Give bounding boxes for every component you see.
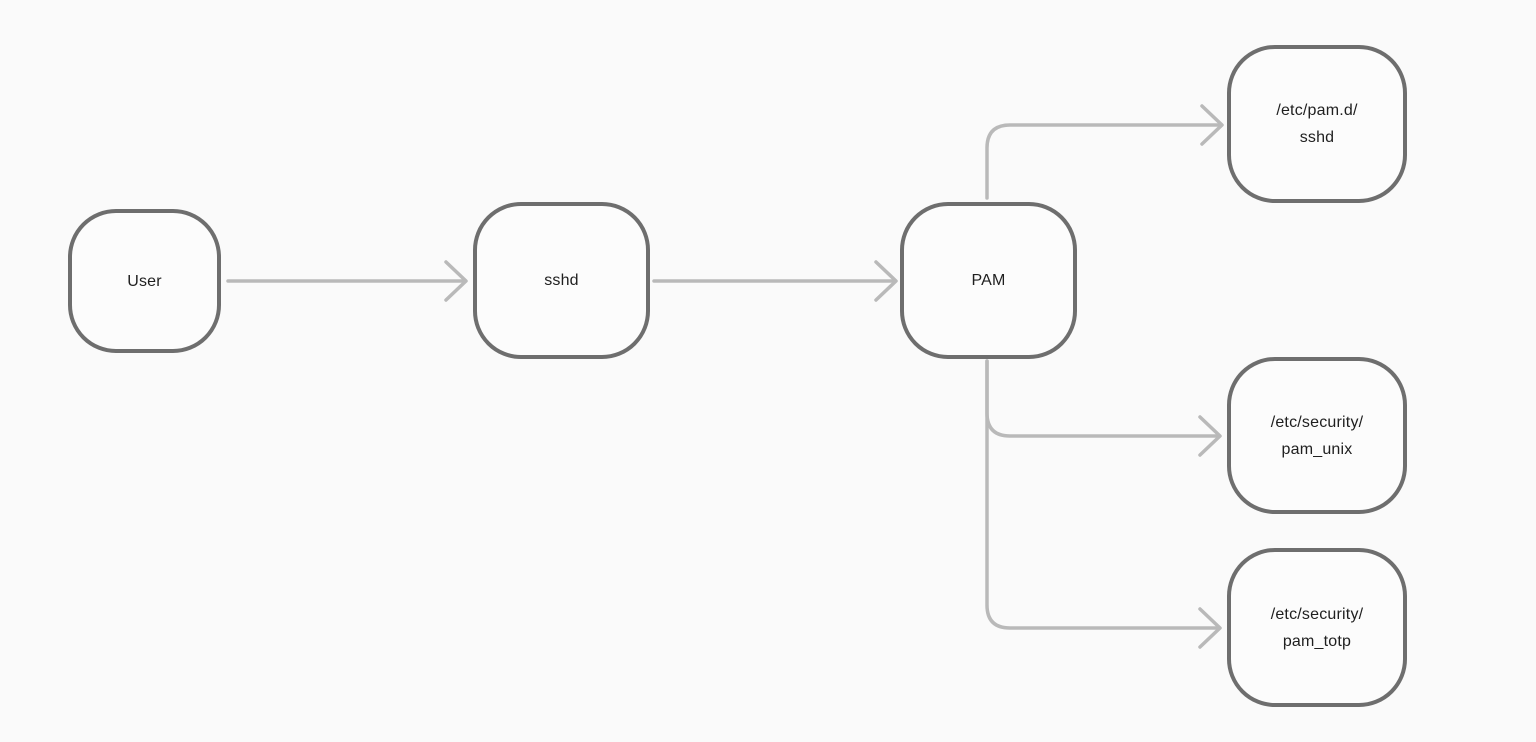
node-sshd-label: sshd — [544, 267, 579, 294]
node-label-line: /etc/security/ — [1270, 605, 1364, 623]
node-label-line: /etc/security/ — [1270, 413, 1364, 431]
edge-pam-to-pam-unix-arrowhead-icon — [1198, 415, 1222, 457]
edge-pam-to-pam-d-sshd-arrowhead-icon — [1200, 104, 1224, 146]
node-etc-pam-d-sshd[interactable]: /etc/pam.d/sshd — [1227, 45, 1407, 203]
node-etc-security-pam-unix[interactable]: /etc/security/pam_unix — [1227, 357, 1407, 514]
node-label-line: sshd — [544, 272, 579, 289]
edge-pam-to-pam-totp — [985, 359, 1219, 630]
edge-sshd-to-pam-arrowhead-icon — [874, 260, 898, 302]
node-label-line: sshd — [1299, 129, 1335, 146]
node-etc-security-pam-totp-label: /etc/security/pam_totp — [1271, 601, 1364, 655]
edge-pam-to-pam-totp-arrowhead-icon — [1198, 607, 1222, 649]
node-label-line: pam_unix — [1281, 440, 1353, 458]
node-user-label: User — [127, 268, 162, 295]
edge-pam-to-pam-d-sshd — [985, 123, 1221, 200]
node-label-line: PAM — [971, 272, 1006, 289]
edge-user-to-sshd-arrowhead-icon — [444, 260, 468, 302]
node-sshd[interactable]: sshd — [473, 202, 650, 359]
node-label-line: User — [127, 272, 162, 290]
node-user[interactable]: User — [68, 209, 221, 353]
node-etc-pam-d-sshd-label: /etc/pam.d/sshd — [1276, 97, 1357, 151]
node-etc-security-pam-totp[interactable]: /etc/security/pam_totp — [1227, 548, 1407, 707]
node-etc-security-pam-unix-label: /etc/security/pam_unix — [1271, 409, 1364, 463]
node-pam-label: PAM — [971, 267, 1005, 294]
node-label-line: /etc/pam.d/ — [1276, 102, 1358, 119]
node-label-line: pam_totp — [1282, 632, 1352, 650]
node-pam[interactable]: PAM — [900, 202, 1077, 359]
